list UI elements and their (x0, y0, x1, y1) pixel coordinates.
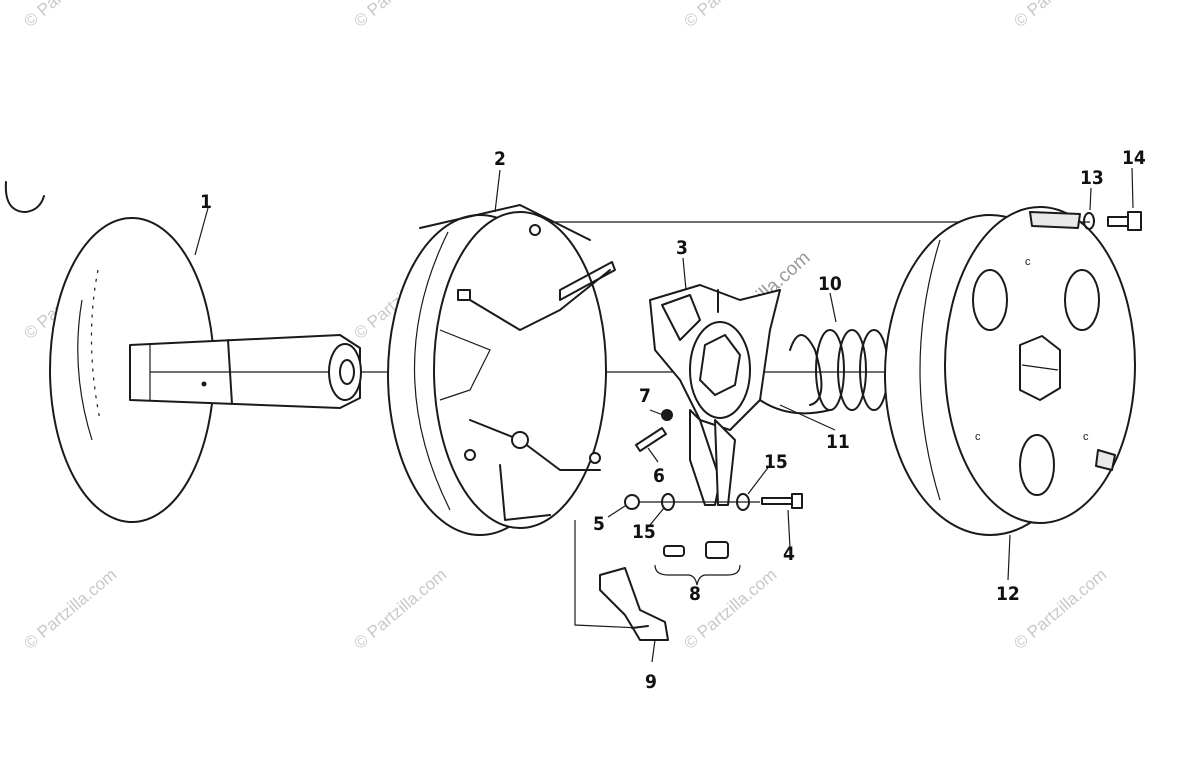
callout-14: 14 (1122, 147, 1146, 169)
part-5-nut (624, 494, 640, 510)
callout-15-lower: 15 (632, 521, 656, 543)
part-8-rollers (654, 541, 741, 586)
callout-8: 8 (689, 583, 701, 605)
callout-9: 9 (645, 671, 657, 693)
watermark: © Partzilla.com (680, 565, 780, 653)
callout-4: 4 (783, 543, 795, 565)
edge-mark (4, 181, 45, 213)
callout-2: 2 (494, 148, 506, 170)
svg-text:c: c (1025, 256, 1031, 268)
callout-labels: 1 2 3 4 5 6 7 8 9 10 11 12 13 14 15 15 (200, 147, 1146, 693)
callout-6: 6 (653, 465, 665, 487)
leader-2-9 (574, 520, 641, 629)
callout-11: 11 (826, 431, 850, 453)
watermark: © Partzilla.com (20, 565, 120, 653)
callout-5: 5 (593, 513, 605, 535)
callout-1: 1 (200, 191, 212, 213)
watermark: © Partzilla.com (1010, 565, 1110, 653)
callout-15-upper: 15 (764, 451, 788, 473)
part-2-drum (387, 204, 616, 536)
callout-7: 7 (639, 385, 651, 407)
part-12-cover: c c c (884, 206, 1136, 536)
callout-3: 3 (676, 237, 688, 259)
callout-13: 13 (1080, 167, 1104, 189)
part-1-fixed-sheave (49, 217, 362, 523)
callout-12: 12 (996, 583, 1020, 605)
leader-lines (194, 167, 1134, 663)
part-13-washer (1083, 212, 1095, 230)
callout-10: 10 (818, 273, 842, 295)
watermark: © Partzilla.com (680, 0, 780, 31)
watermark: © Partzilla.com (1010, 0, 1110, 31)
svg-text:c: c (1083, 431, 1089, 443)
svg-text:c: c (975, 431, 981, 443)
part-9-weight (599, 567, 669, 641)
watermark: © Partzilla.com (350, 565, 450, 653)
part-7-nut (661, 409, 673, 421)
part-6-bolt (635, 427, 667, 452)
part-3-spider (649, 284, 781, 506)
watermark: © Partzilla.com (350, 0, 450, 31)
watermark: © Partzilla.com (20, 0, 120, 31)
part-4-bolt (761, 493, 803, 509)
part-14-bolt (1107, 211, 1142, 231)
